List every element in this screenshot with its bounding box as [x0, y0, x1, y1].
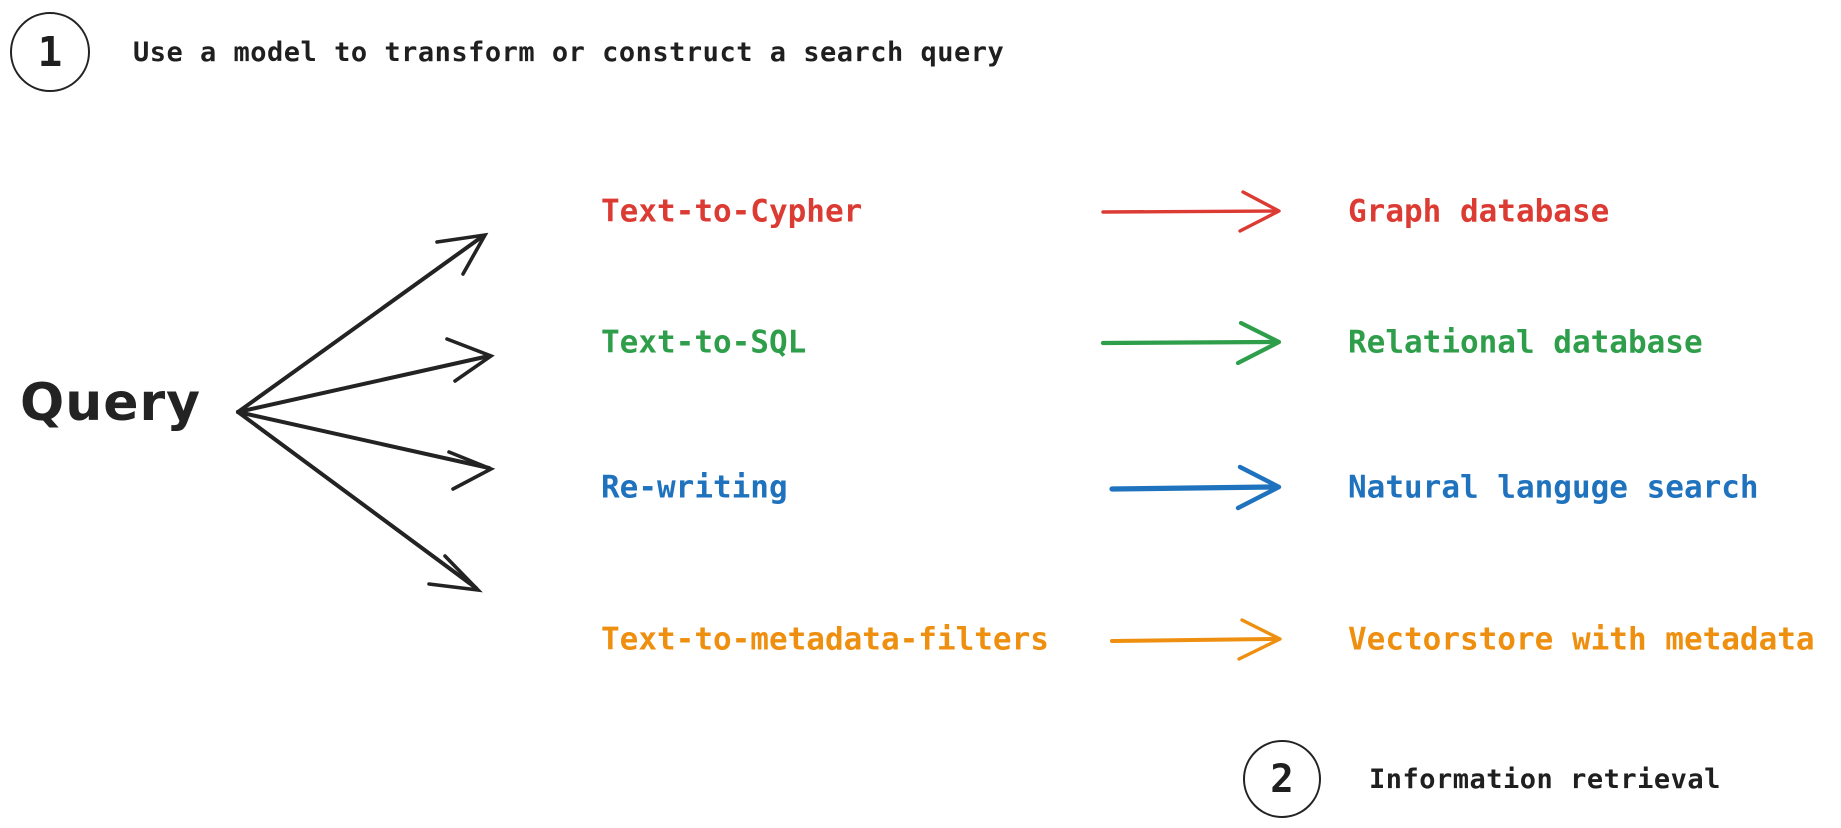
target-label-vectorstore-with-metadata: Vectorstore with metadata [1348, 621, 1815, 658]
right-arrow-icon-row-1 [1101, 190, 1281, 233]
fan-arrow-4 [236, 410, 483, 593]
technique-label-text-to-metadata-filters: Text-to-metadata-filters [601, 621, 1049, 658]
fan-arrow-2 [236, 337, 495, 414]
step-1-caption: Use a model to transform or construct a … [133, 36, 1005, 68]
target-label-graph-database: Graph database [1348, 193, 1610, 230]
right-arrow-icon-row-2 [1100, 320, 1282, 366]
right-arrow-icon-row-4 [1110, 618, 1282, 661]
step-2-annotation: 2 Information retrieval [1243, 740, 1721, 818]
step-2-badge: 2 [1243, 740, 1321, 818]
target-label-relational-database: Relational database [1348, 324, 1703, 361]
technique-label-text-to-sql: Text-to-SQL [601, 324, 807, 361]
query-source-label: Query [20, 373, 202, 433]
right-arrow-icon-row-3 [1109, 464, 1282, 511]
fan-arrow-3 [236, 410, 496, 491]
step-1-number: 1 [37, 27, 63, 76]
step-2-caption: Information retrieval [1369, 763, 1721, 795]
fan-arrow-1 [236, 232, 489, 414]
target-label-natural-language-search: Natural languge search [1348, 469, 1759, 506]
technique-label-text-to-cypher: Text-to-Cypher [601, 193, 863, 230]
step-1-badge: 1 [10, 12, 90, 92]
step-2-number: 2 [1270, 756, 1294, 802]
technique-label-re-writing: Re-writing [601, 469, 788, 506]
step-1-annotation: 1 Use a model to transform or construct … [10, 12, 1004, 92]
